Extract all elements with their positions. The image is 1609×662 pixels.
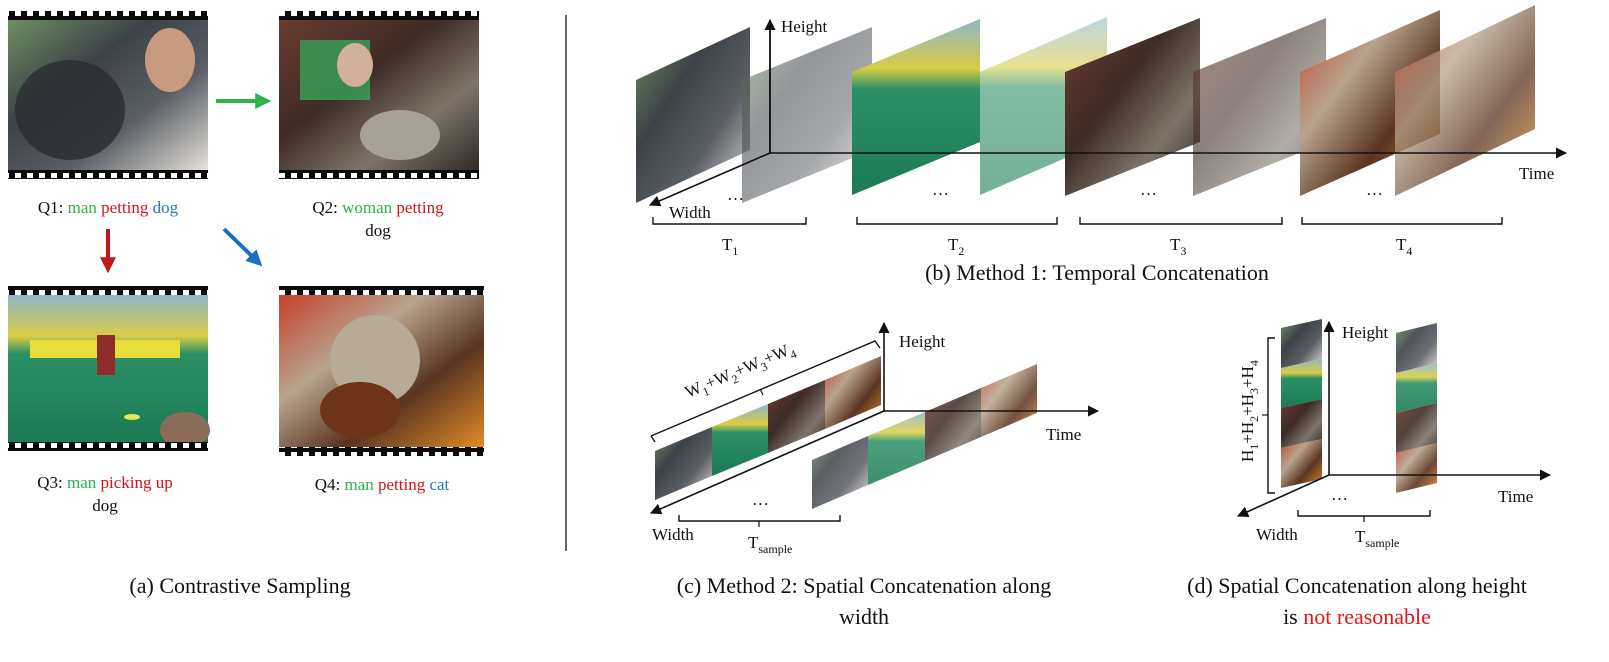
height-sum-label: H1+H2+H3+H4 [1238, 360, 1261, 462]
q1-subject: man [68, 198, 98, 217]
caption-d-line1: (d) Spatial Concatenation along height [1187, 573, 1527, 598]
q1-action: petting [101, 198, 149, 217]
axis-d-height-label: Height [1342, 323, 1389, 342]
width-sum-label: W1+W2+W3+W4 [682, 338, 799, 405]
arrow-blue-icon [222, 227, 263, 267]
q2-object: dog [365, 221, 391, 240]
q4-action: petting [378, 475, 426, 494]
caption-c-line1: (c) Method 2: Spatial Concatenation alon… [677, 573, 1052, 598]
group-label-t3: T3 [1170, 235, 1186, 258]
panel-d: Height Time Width H1+H2+H3+H4 … Tsample … [1187, 319, 1552, 629]
axis-c-width-label: Width [652, 525, 694, 544]
panel-a: Q1: man petting dog Q2: woman petting do… [8, 11, 484, 598]
axis-d-width [1236, 474, 1330, 517]
caption-d-prefix: is [1283, 604, 1298, 629]
group-label-t4: T4 [1396, 235, 1412, 258]
dots-b-4: … [1366, 180, 1383, 199]
brace-d-height [1267, 337, 1275, 494]
caption-d-highlight: not reasonable [1303, 604, 1431, 629]
query-q3: Q3: man picking up [37, 473, 173, 492]
axis-c-width [649, 410, 885, 515]
group-label-t1: T1 [722, 235, 738, 258]
frame-q3 [8, 286, 210, 451]
brace-c-time [678, 515, 841, 522]
axis-c-time-label: Time [1046, 425, 1081, 444]
axis-b-width-label: Width [669, 203, 711, 222]
q1-object: dog [153, 198, 179, 217]
caption-c-line2: width [839, 604, 889, 629]
dots-b-2: … [932, 180, 949, 199]
brace-b-3 [1079, 217, 1283, 225]
q3-subject: man [67, 473, 97, 492]
q4-object: cat [429, 475, 449, 494]
q4-subject: man [344, 475, 374, 494]
brace-d-time [1297, 510, 1431, 517]
group-label-t2: T2 [948, 235, 964, 258]
frame-b-t4b [1395, 5, 1535, 196]
dots-d: … [1331, 485, 1348, 504]
frame-b-t3a [1065, 18, 1200, 196]
dots-b-1: … [727, 185, 744, 204]
q3-action: picking up [101, 473, 173, 492]
dots-c: … [752, 490, 769, 509]
axis-d-width-label: Width [1256, 525, 1298, 544]
brace-b-2 [856, 217, 1058, 225]
frame-b-t3b [1193, 18, 1326, 196]
frame-b-t2a [852, 19, 980, 195]
frame-q4 [279, 286, 484, 456]
t-sample-d: Tsample [1355, 527, 1399, 550]
query-q4: Q4: man petting cat [315, 475, 450, 494]
q2-action: petting [396, 198, 444, 217]
axis-c-height-label: Height [899, 332, 946, 351]
brace-c-width [650, 340, 881, 437]
axis-b-height-label: Height [781, 17, 828, 36]
q2-subject: woman [342, 198, 393, 217]
panel-c: Height Time Width W1+W2+W3+W4 … Tsample … [649, 321, 1100, 629]
query-q2: Q2: woman petting [312, 198, 444, 217]
frame-b-t1b [742, 27, 872, 203]
frame-q2 [279, 11, 479, 179]
panel-b: Height Time Width … … … … T1 T2 T3 T4 (b… [636, 5, 1568, 285]
frames-b [636, 5, 1535, 203]
caption-a: (a) Contrastive Sampling [129, 573, 350, 598]
brace-b-1 [652, 217, 807, 225]
t-sample-c: Tsample [748, 533, 792, 556]
frame-b-t1a [636, 27, 750, 203]
dots-b-3: … [1140, 180, 1157, 199]
frames-c [655, 356, 1037, 509]
q3-object: dog [92, 496, 118, 515]
caption-d-line2: is not reasonable [1283, 604, 1431, 629]
axis-d-time-label: Time [1498, 487, 1533, 506]
brace-b-4 [1301, 217, 1503, 225]
axis-b-width [648, 152, 771, 207]
axis-b-time-label: Time [1519, 164, 1554, 183]
query-q1: Q1: man petting dog [38, 198, 179, 217]
frame-q1 [8, 11, 208, 179]
caption-b: (b) Method 1: Temporal Concatenation [925, 260, 1269, 285]
frames-d [1281, 319, 1437, 493]
